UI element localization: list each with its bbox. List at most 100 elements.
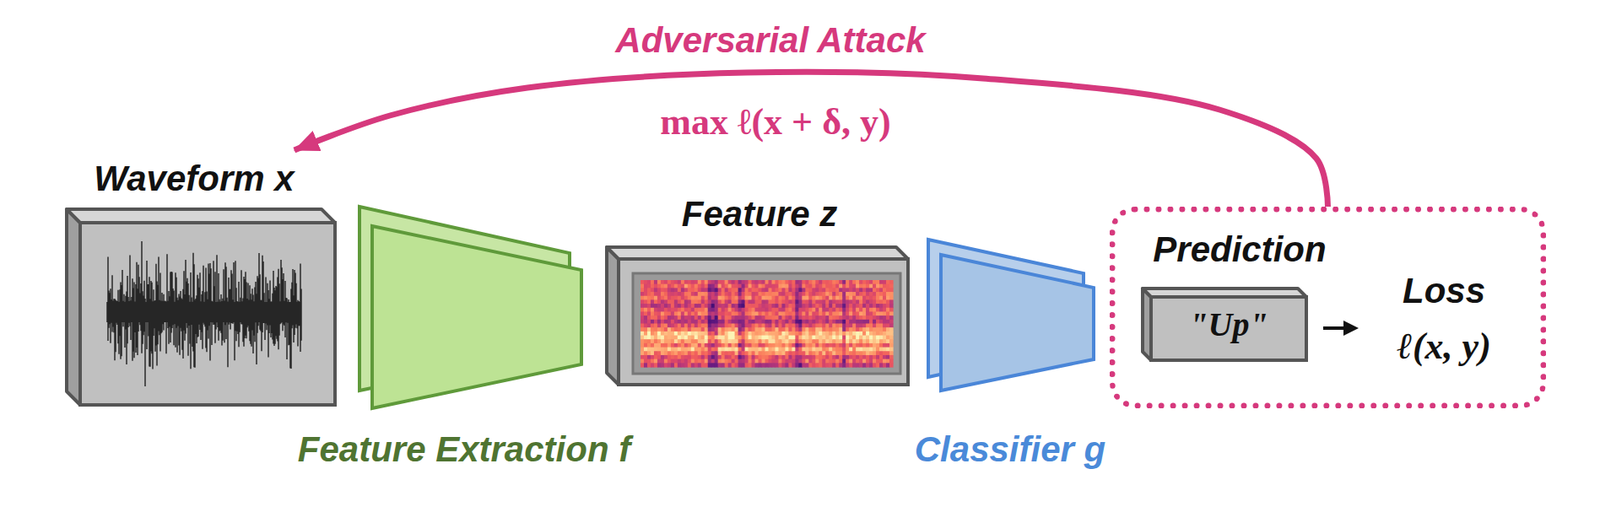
spectrogram-cell: [886, 347, 891, 352]
spectrogram-cell: [694, 324, 699, 329]
spectrogram-cell: [821, 303, 827, 309]
spectrogram-cell: [714, 315, 719, 320]
spectrogram-cell: [771, 343, 776, 348]
spectrogram-cell: [859, 296, 864, 301]
spectrogram-cell: [748, 299, 753, 304]
spectrogram-cell: [694, 359, 699, 364]
spectrogram-cell: [788, 362, 793, 368]
spectrogram-cell: [650, 280, 655, 285]
waveform-stroke: [225, 266, 227, 340]
spectrogram-cell: [794, 351, 800, 356]
spectrogram-cell: [647, 331, 652, 336]
classifier-label: Classifier g: [756, 427, 1264, 472]
spectrogram-cell: [801, 351, 806, 356]
spectrogram-cell: [765, 291, 770, 297]
spectrogram-cell: [765, 311, 770, 316]
spectrogram-cell: [815, 347, 820, 352]
spectrogram-cell: [664, 327, 669, 332]
spectrogram-cell: [654, 335, 659, 341]
spectrogram-cell: [886, 299, 891, 304]
spectrogram-cell: [818, 351, 823, 356]
spectrogram-cell: [835, 287, 840, 292]
spectrogram-cell: [704, 331, 709, 336]
spectrogram-cell: [714, 339, 719, 344]
spectrogram-cell: [811, 347, 817, 352]
spectrogram-cell: [667, 327, 672, 332]
spectrogram-cell: [762, 303, 767, 309]
node-shape: [354, 202, 587, 414]
spectrogram-cell: [859, 355, 864, 360]
spectrogram-cell: [745, 362, 750, 368]
spectrogram-cell: [811, 308, 817, 313]
spectrogram-cell: [643, 319, 649, 325]
spectrogram-cell: [660, 280, 665, 285]
spectrogram-cell: [731, 311, 736, 316]
spectrogram-cell: [862, 303, 867, 309]
spectrogram-cell: [811, 299, 817, 304]
spectrogram-cell: [808, 303, 813, 309]
spectrogram-cell: [886, 296, 891, 301]
spectrogram-cell: [811, 315, 817, 320]
spectrogram-cell: [704, 359, 709, 364]
spectrogram-cell: [670, 303, 676, 309]
waveform-stroke: [218, 299, 220, 332]
spectrogram-cell: [889, 280, 894, 285]
spectrogram-cell: [674, 331, 679, 336]
spectrogram-cell: [708, 299, 713, 304]
spectrogram-cell: [801, 347, 806, 352]
spectrogram-cell: [842, 362, 847, 368]
spectrogram-cell: [738, 287, 743, 292]
spectrogram-cell: [708, 327, 713, 332]
spectrogram-cell: [805, 296, 810, 301]
spectrogram-cell: [728, 291, 733, 297]
spectrogram-cell: [805, 319, 810, 325]
spectrogram-cell: [855, 284, 860, 289]
spectrogram-cell: [875, 299, 881, 304]
spectrogram-cell: [762, 308, 767, 313]
spectrogram-cell: [694, 287, 699, 292]
spectrogram-cell: [667, 311, 672, 316]
spectrogram-cell: [741, 291, 746, 297]
spectrogram-cell: [774, 335, 779, 341]
spectrogram-cell: [791, 339, 796, 344]
spectrogram-cell: [650, 327, 655, 332]
spectrogram-cell: [660, 296, 665, 301]
spectrogram-cell: [704, 287, 709, 292]
spectrogram-cell: [872, 315, 877, 320]
spectrogram-cell: [724, 280, 730, 285]
waveform-stroke: [252, 294, 254, 354]
spectrogram-cell: [681, 362, 686, 368]
spectrogram-cell: [758, 308, 763, 313]
spectrogram-cell: [670, 299, 676, 304]
spectrogram-cell: [667, 315, 672, 320]
spectrogram-cell: [835, 303, 840, 309]
spectrogram-cell: [815, 339, 820, 344]
spectrogram-cell: [687, 351, 692, 356]
spectrogram-cell: [650, 362, 655, 368]
spectrogram-cell: [818, 324, 823, 329]
spectrogram-cell: [842, 311, 847, 316]
spectrogram-cell: [708, 343, 713, 348]
spectrogram-cell: [694, 303, 699, 309]
spectrogram-cell: [667, 335, 672, 341]
spectrogram-cell: [650, 303, 655, 309]
spectrogram-cell: [684, 315, 689, 320]
spectrogram-cell: [771, 355, 776, 360]
spectrogram-cell: [751, 339, 757, 344]
waveform-stroke: [217, 273, 219, 341]
spectrogram-cell: [660, 291, 665, 297]
spectrogram-cell: [805, 280, 810, 285]
spectrogram-cell: [835, 319, 840, 325]
spectrogram-cell: [728, 362, 733, 368]
spectrogram-cell: [875, 339, 881, 344]
spectrogram-cell: [862, 347, 867, 352]
spectrogram-cell: [828, 324, 833, 329]
spectrogram-cell: [794, 315, 800, 320]
spectrogram-cell: [755, 339, 760, 344]
spectrogram-cell: [781, 347, 786, 352]
spectrogram-cell: [687, 362, 692, 368]
spectrogram-cell: [835, 315, 840, 320]
spectrogram-cell: [728, 311, 733, 316]
spectrogram-cell: [845, 331, 850, 336]
spectrogram-cell: [808, 351, 813, 356]
